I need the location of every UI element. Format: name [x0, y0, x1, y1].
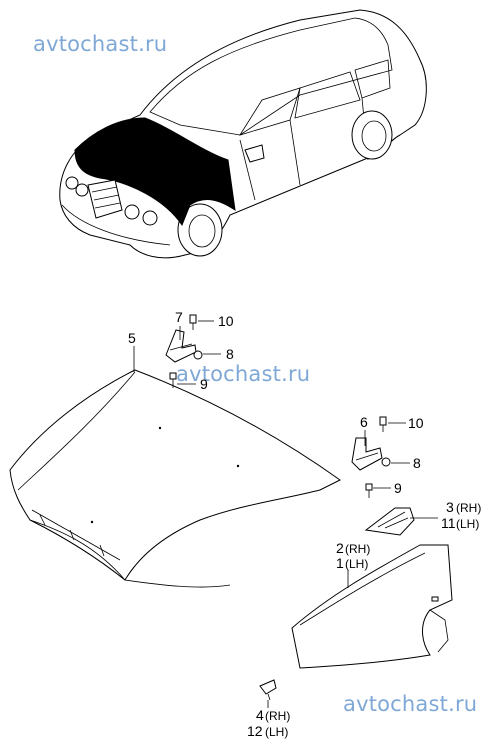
- callout-11-side: (LH): [456, 517, 479, 531]
- callout-8-lower: 8: [413, 455, 421, 471]
- callout-1-side: (LH): [345, 557, 368, 571]
- callout-11: 11: [441, 515, 456, 531]
- callout-1: 1: [336, 555, 344, 571]
- watermark-middle: avtochast.ru: [176, 362, 311, 386]
- leader-lines: [133, 320, 438, 708]
- fender-bracket: [259, 679, 277, 701]
- callout-2-side: (RH): [345, 542, 370, 556]
- nut-8b: [381, 457, 391, 467]
- callout-2: 2: [336, 540, 344, 556]
- callout-12-side: (LH): [265, 725, 288, 739]
- car-illustration: [59, 9, 427, 259]
- fender-insulator: [364, 507, 415, 536]
- bolt-9b: [365, 483, 373, 498]
- bolt-9a: [169, 372, 177, 388]
- callout-4-side: (RH): [265, 709, 290, 723]
- callout-3-side: (RH): [456, 501, 481, 515]
- callout-9-lower: 9: [394, 480, 402, 496]
- bolt-10b: [379, 416, 387, 432]
- watermark-bottom: avtochast.ru: [343, 692, 478, 716]
- callout-6: 6: [360, 414, 368, 430]
- callout-7: 7: [175, 309, 183, 325]
- callout-5: 5: [128, 330, 136, 346]
- hood-highlight: [74, 117, 236, 227]
- callout-4: 4: [256, 707, 264, 723]
- callout-3: 3: [446, 499, 454, 515]
- bolt-10a: [189, 314, 197, 330]
- callout-9-upper: 9: [200, 376, 208, 392]
- watermark-top: avtochast.ru: [33, 32, 168, 56]
- callouts: 7 10 8 9 5 6 10 8 9 3 (RH) 11 (LH) 2 (RH…: [128, 309, 481, 739]
- callout-8-upper: 8: [226, 346, 234, 362]
- hood-panel: [9, 369, 341, 588]
- grille: [87, 179, 123, 219]
- callout-12: 12: [247, 723, 263, 739]
- front-fender: [291, 544, 453, 669]
- hinge-upper: [165, 329, 197, 363]
- nut-8a: [193, 350, 203, 360]
- callout-10-lower: 10: [408, 415, 424, 431]
- callout-10-upper: 10: [218, 313, 234, 329]
- hinge-lower: [351, 437, 383, 471]
